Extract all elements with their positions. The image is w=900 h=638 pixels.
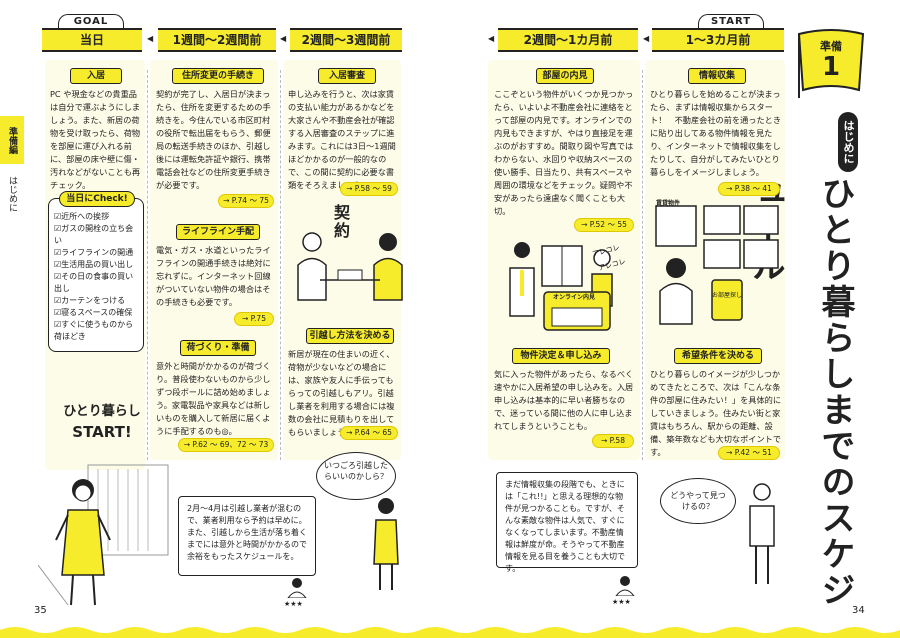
section-body-kibo: ひとり暮らしのイメージが少しつかめてきたところで、次は「こんな条件の部屋に住みた…	[650, 369, 782, 457]
section-body-nyukyo: PC や現金などの貴重品は自分で運ぶようにしましょう。また、新居の荷物を受け取っ…	[50, 89, 141, 190]
start-banner-line2: START!	[72, 423, 132, 441]
page-ref-shinsa[interactable]: → P.58 ～ 59	[340, 182, 398, 196]
rank-stars: ★★★	[284, 600, 303, 608]
section-body-nizukuri: 意外と時間がかかるのが荷づくり。普段使わないものから少しずつ段ボールに詰め始めま…	[156, 361, 271, 436]
section-title-jusho: 住所変更の手続き	[172, 68, 264, 84]
column-divider	[280, 70, 281, 460]
thinking-man-icon	[749, 483, 775, 584]
flag-label: 準備	[820, 40, 842, 53]
tip-note-right: まだ情報収集の段階でも、ときには「これ!!」と思える理想的な物件が見つかることも…	[496, 472, 638, 573]
page-ref-jusho[interactable]: → P.74 ～ 75	[218, 194, 274, 208]
checklist-item: ☑寝るスペースの確保	[54, 308, 133, 317]
column-bg-1-2weeks	[150, 60, 278, 460]
prep-flag: 準備 1	[795, 28, 867, 98]
page-number-right: 34	[852, 605, 865, 616]
start-banner: ひとり暮らし START!	[52, 400, 152, 441]
search-scene-icon	[655, 205, 779, 325]
thinking-woman-icon	[373, 498, 399, 590]
section-title-naiken: 部屋の内見	[536, 68, 594, 84]
rental-listing-label: 賃貸物件	[656, 200, 681, 207]
speech-bubble-how: どうやって見つけるの？	[660, 478, 736, 524]
stage-header-today: 当日	[42, 28, 142, 52]
tip-note-left: 2月～4月は引越し業者が混むので、業者利用なら予約は早めに。また、引越しから生活…	[178, 496, 316, 576]
section-body-kettei: 気に入った物件があったら、なるべく速やかに入居希望の申し込みを。入居申し込みは基…	[494, 369, 634, 431]
checklist-item: ☑カーテンをつける	[54, 296, 126, 305]
page-ref-kettei[interactable]: → P.58	[592, 434, 634, 448]
column-divider	[147, 70, 148, 460]
stage-header-1-3months: 1～3カ月前	[652, 28, 784, 52]
section-title-nyukyo: 入居	[70, 68, 122, 84]
online-viewing-label: オンライン内見	[552, 294, 595, 301]
section-title-kibo: 希望条件を決める	[674, 348, 762, 364]
section-title-joho: 情報収集	[688, 68, 746, 84]
arrow-left-icon: ◀	[280, 34, 287, 43]
rank-stars: ★★★	[612, 598, 631, 606]
flag-shape-icon	[797, 29, 865, 98]
page-ref-hikkoshi[interactable]: → P.64 ～ 65	[340, 426, 398, 440]
start-tag: START	[698, 14, 764, 29]
contract-scene-icon	[297, 232, 403, 301]
section-title-lifeline: ライフライン手配	[176, 224, 260, 240]
page-ref-kibo[interactable]: → P.42 ～ 51	[718, 446, 780, 460]
checklist-item: ☑ガスの開栓の立ち会い	[54, 224, 134, 245]
start-banner-line1: ひとり暮らし	[63, 404, 141, 419]
arrow-left-icon: ◀	[488, 34, 495, 43]
stage-header-2-3weeks: 2週間～3週間前	[290, 28, 402, 52]
keiyaku-label: 契約	[334, 203, 351, 240]
page-ref-lifeline[interactable]: → P.75	[234, 312, 274, 326]
flag-number: 1	[821, 52, 841, 82]
section-title-nizukuri: 荷づくり・準備	[180, 340, 256, 356]
column-divider	[642, 70, 643, 460]
page-ref-joho[interactable]: → P.38 ～ 41	[718, 182, 780, 196]
room-search-label: お部屋探し	[712, 292, 743, 299]
woman-illustration-icon	[38, 464, 169, 606]
advisor-icon	[615, 576, 635, 596]
section-body-joho: ひとり暮らしを始めることが決まったら、まずは情報収集からスタート！ 不動産会社の…	[650, 89, 782, 177]
checklist-title: 当日にCheck!	[59, 191, 135, 207]
checklist-item: ☑すぐに使うものから荷ほどき	[54, 320, 134, 341]
checklist-item: ☑近所への挨拶	[54, 212, 110, 221]
section-title-hikkoshi: 引越し方法を決める	[306, 328, 394, 344]
advisor-icon	[287, 578, 307, 598]
side-tab-chapter: 準備編	[0, 116, 24, 164]
checklist-item: ☑生活用品の買い出し	[54, 260, 134, 269]
section-title-kettei: 物件決定＆申し込み	[512, 348, 610, 364]
stage-header-1-2weeks: 1週間～2週間前	[158, 28, 276, 52]
page-number-left: 35	[34, 605, 47, 616]
goal-tag: GOAL	[58, 14, 124, 29]
page-ref-naiken[interactable]: → P.52 ～ 55	[574, 218, 634, 232]
arrow-left-icon: ◀	[643, 34, 650, 43]
checklist-list: ☑近所への挨拶 ☑ガスの開栓の立ち会い ☑ライフラインの開通 ☑生活用品の買い出…	[54, 211, 140, 343]
side-tab-section: はじめに	[7, 176, 17, 212]
bottom-wave-decoration	[0, 627, 900, 638]
arrow-left-icon: ◀	[147, 34, 154, 43]
viewing-scene-icon	[509, 242, 613, 331]
section-body-naiken: ここぞという物件がいくつか見つかったら、いよいよ不動産会社に連絡をとって部屋の内…	[494, 89, 634, 216]
section-body-hikkoshi: 新居が現在の住まいの近く、荷物が少ないなどの場合には、家族や友人に手伝ってもらっ…	[288, 349, 395, 437]
checklist-item: ☑その日の食事の買い出し	[54, 272, 134, 293]
stage-header-2weeks-1month: 2週間～1カ月前	[498, 28, 638, 52]
speech-bubble-when: いつごろ引越したらいいのかしら？	[316, 452, 396, 500]
section-body-lifeline: 電気・ガス・水道といったライフラインの開通手続きは絶対に忘れずに。インターネット…	[156, 245, 271, 307]
section-title-shinsa: 入居審査	[318, 68, 376, 84]
checklist-box: 当日にCheck! ☑近所への挨拶 ☑ガスの開栓の立ち会い ☑ライフラインの開通…	[48, 191, 144, 352]
section-body-jusho: 契約が完了し、入居日が決まったら、住所を変更するための手続きを。今住んでいる市区…	[156, 89, 271, 190]
checklist-item: ☑ライフラインの開通	[54, 248, 134, 257]
section-body-shinsa: 申し込みを行うと、次は家賃の支払い能力があるかなどを大家さんや不動産会社が確認す…	[288, 89, 396, 190]
title-kicker: はじめに	[838, 112, 858, 172]
page-ref-nizukuri[interactable]: → P.62 ～ 69、72 ～ 73	[178, 438, 274, 452]
page-title: ひとり暮らしまでのスケジュール	[745, 176, 855, 608]
